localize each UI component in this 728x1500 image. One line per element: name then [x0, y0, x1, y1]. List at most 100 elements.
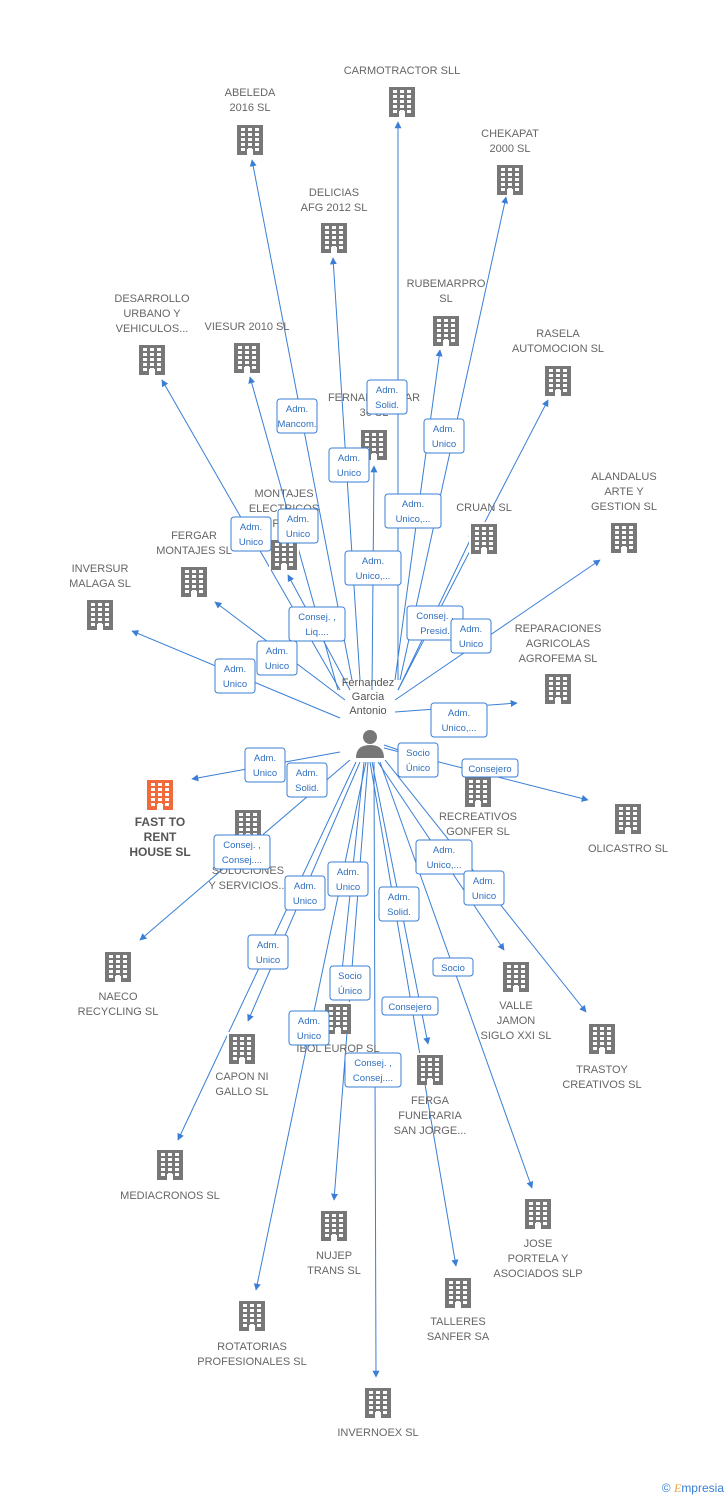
role-badge[interactable]: Adm.Mancom.: [276, 398, 318, 434]
role-badge[interactable]: Adm.Unico: [450, 618, 492, 654]
badge-text: Unico: [265, 661, 289, 672]
role-badge[interactable]: Adm.Unico: [284, 875, 326, 911]
center-person[interactable]: Fernandez Garcia Antonio: [342, 677, 395, 758]
role-badge[interactable]: Adm.Unico: [288, 1010, 330, 1046]
company-label-line: JAMON: [497, 1015, 536, 1027]
company-label-line: TRASTOY: [576, 1064, 628, 1076]
role-badge[interactable]: Adm.Unico: [214, 658, 256, 694]
role-badge[interactable]: Consej. ,Consej....: [344, 1052, 402, 1088]
role-badge[interactable]: Adm.Unico: [230, 516, 272, 552]
brand-footer[interactable]: © Empresia: [662, 1481, 724, 1496]
role-badge[interactable]: Adm.Unico: [423, 418, 465, 454]
badge-text: Adm.: [473, 876, 495, 887]
building-icon: [523, 1197, 553, 1229]
badge-text: Adm.: [296, 768, 318, 779]
role-badge[interactable]: Adm.Unico,...: [344, 550, 402, 586]
badge-text: Adm.: [287, 514, 309, 525]
badge-text: Unico,...: [442, 723, 477, 734]
role-badge[interactable]: Adm.Unico: [327, 861, 369, 897]
building-icon: [227, 1032, 257, 1064]
role-badge[interactable]: Adm.Unico: [247, 934, 289, 970]
role-badge[interactable]: Adm.Unico: [256, 640, 298, 676]
role-badge[interactable]: Consej. ,Liq....: [288, 606, 346, 642]
company-label-line: 2016 SL: [230, 102, 271, 114]
building-icon: [237, 1299, 267, 1331]
company-node-carmotractor[interactable]: CARMOTRACTOR SLL: [344, 65, 461, 117]
center-name-line-1: Fernandez: [342, 677, 395, 689]
badges-layer: Adm.Solid.Adm.Mancom.Adm.UnicoAdm.UnicoA…: [213, 379, 519, 1088]
role-badge[interactable]: Adm.Solid.: [378, 886, 420, 922]
building-icon: [543, 364, 573, 396]
role-badge[interactable]: Adm.Unico: [244, 747, 286, 783]
building-icon: [387, 85, 417, 117]
company-node-ibol[interactable]: IBOL EUROP SL: [296, 1002, 380, 1055]
badge-text: Adm.: [254, 753, 276, 764]
building-icon: [137, 343, 167, 375]
company-label-line: FERGA: [411, 1095, 450, 1107]
company-node-mediacronos[interactable]: MEDIACRONOS SL: [120, 1148, 220, 1202]
role-badge[interactable]: Adm.Unico,...: [415, 839, 473, 875]
badge-text: Adm.: [433, 845, 455, 856]
company-label-line: VIESUR 2010 SL: [205, 321, 290, 333]
company-label-line: VALLE: [499, 1000, 532, 1012]
role-badge[interactable]: Adm.Solid.: [366, 379, 408, 415]
role-badge[interactable]: Adm.Unico,...: [430, 702, 488, 738]
company-label-line: SAN JORGE...: [394, 1125, 467, 1137]
company-label-line: RASELA: [536, 328, 580, 340]
company-node-recreativos[interactable]: RECREATIVOS GONFER SL: [439, 775, 517, 838]
building-icon: [103, 950, 133, 982]
company-label-line: GONFER SL: [446, 826, 510, 838]
badge-text: Consejero: [388, 1002, 431, 1013]
role-badge[interactable]: Consejero: [381, 996, 439, 1016]
company-label-line: RENT: [144, 830, 177, 844]
role-badge[interactable]: Consejero: [461, 758, 519, 778]
role-badge[interactable]: Consej. ,Consej....: [213, 834, 271, 870]
badge-text: Consej. ,: [298, 612, 336, 623]
role-badge[interactable]: Socio: [432, 957, 474, 977]
role-badge[interactable]: Adm.Unico: [463, 870, 505, 906]
role-badge[interactable]: Adm.Unico,...: [384, 493, 442, 529]
role-badge[interactable]: Adm.Unico: [277, 508, 319, 544]
building-icon: [235, 123, 265, 155]
company-label-line: IBOL EUROP SL: [296, 1043, 379, 1055]
role-badge[interactable]: Adm.Solid.: [286, 762, 328, 798]
copyright-symbol: ©: [661, 1481, 671, 1495]
company-label-line: 2000 SL: [490, 143, 531, 155]
company-label-line: PORTELA Y: [508, 1253, 569, 1265]
company-label-line: RECREATIVOS: [439, 811, 517, 823]
company-label-line: TRANS SL: [307, 1265, 361, 1277]
company-node-cruan[interactable]: CRUAN SL: [456, 502, 512, 554]
brand-name: mpresia: [681, 1481, 724, 1495]
badge-text: Solid.: [375, 400, 399, 411]
company-node-invernoex[interactable]: INVERNOEX SL: [337, 1386, 419, 1439]
badge-text: Consej. ,: [416, 611, 454, 622]
badge-text: Unico: [337, 468, 361, 479]
badge-text: Adm.: [460, 624, 482, 635]
role-badge[interactable]: Consej. ,Presid.: [406, 605, 464, 641]
company-node-viesur[interactable]: VIESUR 2010 SL: [205, 321, 290, 373]
company-node-olicastro[interactable]: OLICASTRO SL: [588, 802, 668, 855]
role-badge[interactable]: Adm.Unico: [328, 447, 370, 483]
